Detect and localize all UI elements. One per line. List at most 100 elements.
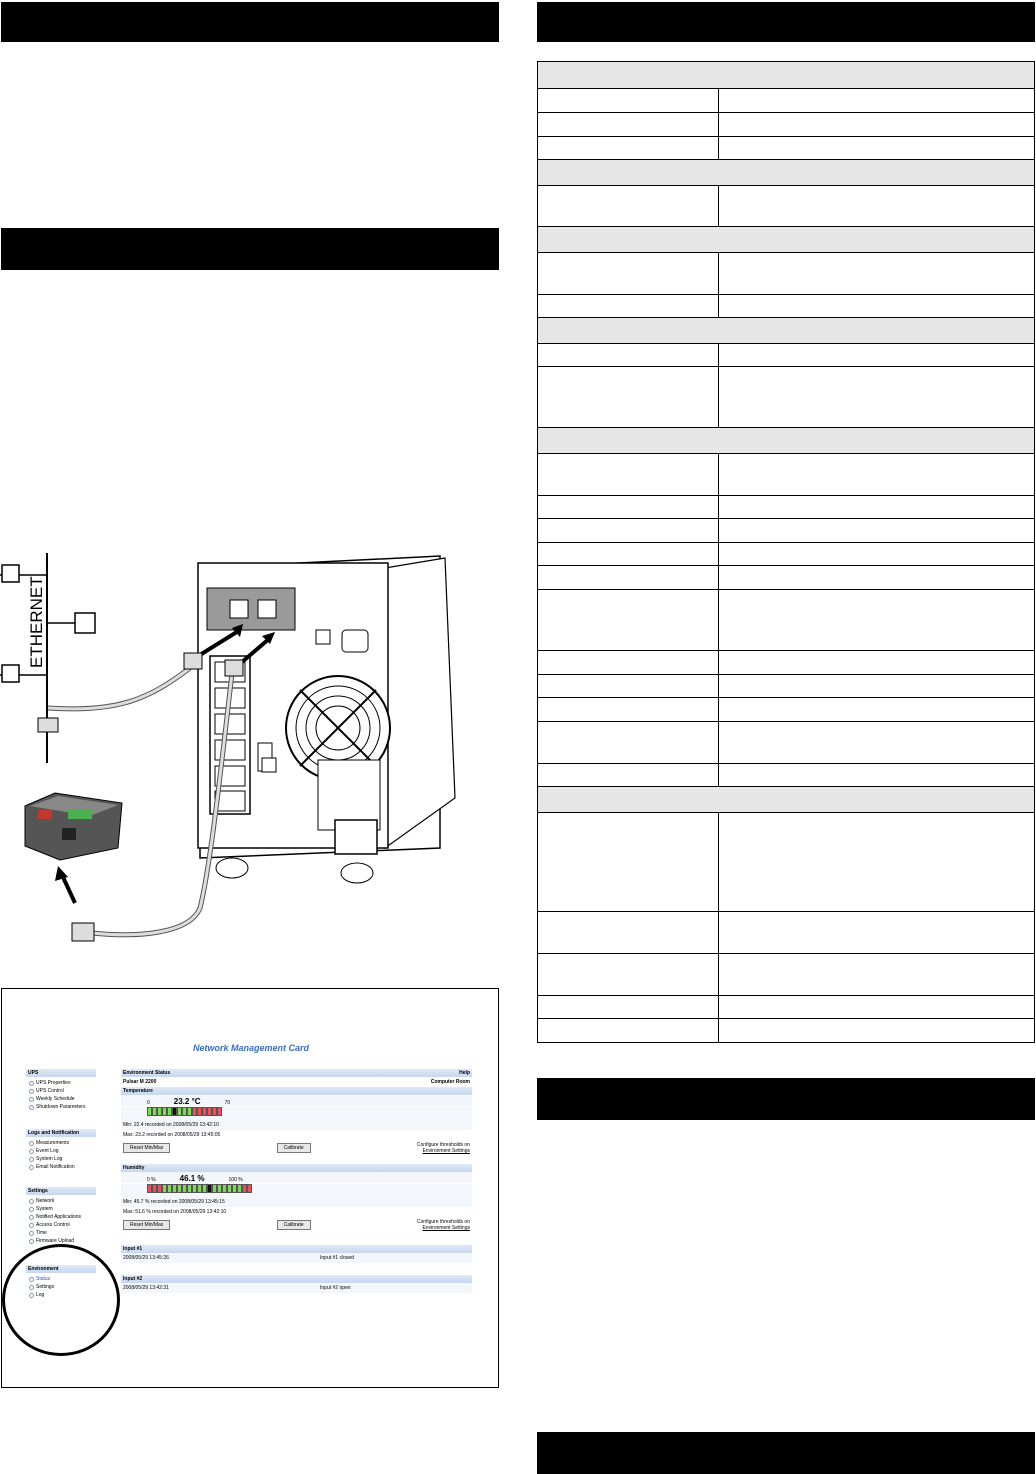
table-row bbox=[537, 650, 1035, 675]
table-section-row bbox=[537, 786, 1035, 813]
table-row bbox=[537, 1018, 1035, 1043]
nav-item-ups-properties[interactable]: UPS Properties bbox=[26, 1079, 96, 1087]
table-row bbox=[537, 453, 1035, 496]
input1-state: Input #1 closed bbox=[320, 1255, 354, 1261]
gauge-segment bbox=[177, 1184, 182, 1193]
table-row bbox=[537, 953, 1035, 996]
nav-group-ups: UPS UPS Properties UPS Control Weekly Sc… bbox=[26, 1069, 96, 1111]
temperature-header: Temperature bbox=[121, 1087, 472, 1095]
temperature-value: 23.2 °C bbox=[173, 1097, 201, 1106]
temperature-min-scale: 0 bbox=[147, 1100, 150, 1106]
reset-minmax-button[interactable]: Reset Min/Max bbox=[123, 1220, 171, 1230]
table-row bbox=[537, 343, 1035, 367]
calibrate-button[interactable]: Calibrate bbox=[276, 1143, 311, 1153]
gauge-segment bbox=[147, 1107, 152, 1116]
temperature-scale-row: 0 23.2 °C 70 bbox=[121, 1095, 472, 1106]
gauge-segment bbox=[187, 1107, 192, 1116]
device-location: Computer Room bbox=[430, 1079, 470, 1085]
humidity-min-row: Min: 45.7 % recorded on 2008/05/29 13:45… bbox=[121, 1197, 472, 1207]
nav-item-notified-applications[interactable]: Notified Applications bbox=[26, 1213, 96, 1221]
nav-item-email-notification[interactable]: Email Notification bbox=[26, 1163, 96, 1171]
gauge-segment bbox=[172, 1184, 177, 1193]
section-header-bar bbox=[537, 1432, 1035, 1474]
input2-time: 2008/05/29 13:42:31 bbox=[123, 1285, 169, 1291]
table-row bbox=[537, 518, 1035, 543]
gauge-segment bbox=[197, 1184, 202, 1193]
rj45-plug bbox=[224, 659, 244, 677]
nav-item-shutdown-parameters[interactable]: Shutdown Parameters bbox=[26, 1103, 96, 1111]
rj45-plug bbox=[37, 717, 59, 733]
table-row bbox=[537, 294, 1035, 318]
table-row bbox=[537, 589, 1035, 651]
nav-item-time[interactable]: Time bbox=[26, 1229, 96, 1237]
environment-settings-link[interactable]: Environment Settings bbox=[422, 1225, 470, 1231]
gauge-segment bbox=[192, 1184, 197, 1193]
help-link[interactable]: Help bbox=[459, 1070, 470, 1076]
gauge-segment bbox=[227, 1184, 232, 1193]
input2-header: Input #2 bbox=[121, 1275, 472, 1283]
section-header-bar bbox=[1, 2, 499, 42]
gauge-segment bbox=[157, 1107, 162, 1116]
calibrate-button[interactable]: Calibrate bbox=[276, 1220, 311, 1230]
table-row bbox=[537, 185, 1035, 227]
gauge-segment bbox=[247, 1184, 252, 1193]
nav-item-event-log[interactable]: Event Log bbox=[26, 1147, 96, 1155]
table-row bbox=[537, 565, 1035, 590]
ethernet-label: ETHERNET bbox=[27, 576, 46, 668]
table-row bbox=[537, 763, 1035, 787]
section-header-bar bbox=[537, 1078, 1035, 1120]
device-row: Pulsar M 2200 Computer Room bbox=[121, 1077, 472, 1087]
temperature-max-text: Max: 23.2 recorded on 2008/05/29 13:45:0… bbox=[123, 1132, 221, 1138]
gauge-segment bbox=[172, 1107, 177, 1116]
ups-rear-illustration bbox=[197, 555, 456, 884]
table-row bbox=[537, 252, 1035, 295]
nav-item-measurements[interactable]: Measurements bbox=[26, 1139, 96, 1147]
temperature-max-scale: 70 bbox=[224, 1100, 231, 1106]
configure-text: Configure thresholds on bbox=[416, 1142, 470, 1148]
table-row bbox=[537, 911, 1035, 954]
nav-item-ups-control[interactable]: UPS Control bbox=[26, 1087, 96, 1095]
gauge-segment bbox=[157, 1184, 162, 1193]
gauge-segment bbox=[217, 1184, 222, 1193]
gauge-segment bbox=[202, 1107, 207, 1116]
gauge-segment bbox=[202, 1184, 207, 1193]
reset-minmax-button[interactable]: Reset Min/Max bbox=[123, 1143, 171, 1153]
nav-item-weekly-schedule[interactable]: Weekly Schedule bbox=[26, 1095, 96, 1103]
table-section-row bbox=[537, 427, 1035, 454]
nav-item-access-control[interactable]: Access Control bbox=[26, 1221, 96, 1229]
temperature-actions: Reset Min/Max Calibrate Configure thresh… bbox=[121, 1140, 472, 1156]
status-header: Environment Status Help bbox=[121, 1069, 472, 1077]
table-row bbox=[537, 542, 1035, 566]
humidity-max-row: Max: 51.6 % recorded on 2008/05/29 13:42… bbox=[121, 1207, 472, 1217]
gauge-segment bbox=[182, 1184, 187, 1193]
gauge-segment bbox=[192, 1107, 197, 1116]
humidity-value: 46.1 % bbox=[179, 1174, 205, 1183]
temperature-max-row: Max: 23.2 recorded on 2008/05/29 13:45:0… bbox=[121, 1130, 472, 1140]
gauge-segment bbox=[162, 1107, 167, 1116]
table-row bbox=[537, 366, 1035, 428]
humidity-min-scale: 0 % bbox=[147, 1177, 156, 1183]
environment-status-pane: Environment Status Help Pulsar M 2200 Co… bbox=[121, 1069, 472, 1293]
gauge-segment bbox=[167, 1184, 172, 1193]
temperature-min-text: Min: 22.4 recorded on 2008/05/29 13:42:1… bbox=[123, 1122, 219, 1128]
nav-item-system[interactable]: System bbox=[26, 1205, 96, 1213]
gauge-segment bbox=[212, 1184, 217, 1193]
gauge-segment bbox=[152, 1184, 157, 1193]
rj45-plug bbox=[183, 652, 203, 670]
nmc-web-screenshot: Network Management Card UPS UPS Properti… bbox=[1, 988, 499, 1388]
gauge-segment bbox=[162, 1184, 167, 1193]
nav-item-firmware-upload[interactable]: Firmware Upload bbox=[26, 1237, 96, 1245]
humidity-max-text: Max: 51.6 % recorded on 2008/05/29 13:42… bbox=[123, 1209, 227, 1215]
gauge-segment bbox=[147, 1184, 152, 1193]
table-section-row bbox=[537, 159, 1035, 186]
environment-settings-link[interactable]: Environment Settings bbox=[422, 1148, 470, 1154]
temperature-min-row: Min: 22.4 recorded on 2008/05/29 13:42:1… bbox=[121, 1120, 472, 1130]
configure-text: Configure thresholds on bbox=[416, 1219, 470, 1225]
humidity-max-scale: 100 % bbox=[228, 1177, 243, 1183]
gauge-segment bbox=[242, 1184, 247, 1193]
nav-item-system-log[interactable]: System Log bbox=[26, 1155, 96, 1163]
gauge-segment bbox=[212, 1107, 217, 1116]
nav-item-network[interactable]: Network bbox=[26, 1197, 96, 1205]
input1-header: Input #1 bbox=[121, 1245, 472, 1253]
rj45-plug bbox=[71, 922, 95, 942]
